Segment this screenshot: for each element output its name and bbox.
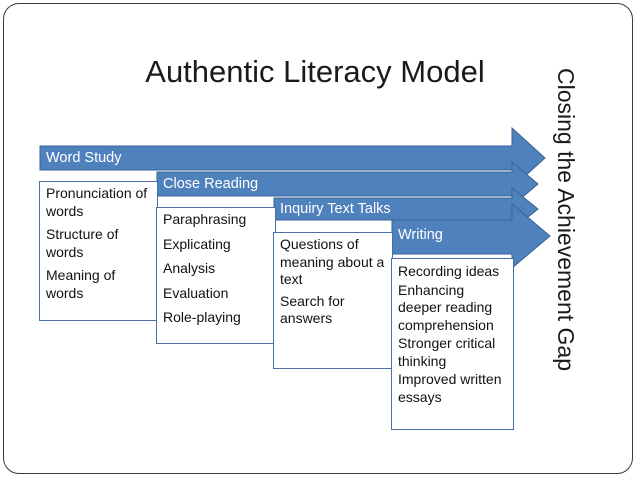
arrow-word-study [39,126,546,190]
stage-label-writing: Writing [398,227,443,243]
list-item: Questions of meaning about a text [280,236,385,287]
list-item: Structure of words [46,226,119,260]
stage-label-close-reading: Close Reading [163,176,259,192]
slide-title: Authentic Literacy Model [145,54,485,89]
arrow-close-reading [156,160,539,208]
word-study-box: Pronunciation of words Structure of word… [39,181,158,321]
list-item: Recording ideas [398,263,500,279]
list-item: Explicating [163,235,231,252]
close-reading-box: Paraphrasing Explicating Analysis Evalua… [156,207,276,344]
side-title: Closing the Achievement Gap [553,68,579,372]
list-item: Stronger critical thinking [398,335,496,369]
list-item: Search for answers [280,292,345,327]
list-item: Improved written essays [398,371,502,405]
list-item: Evaluation [163,284,229,301]
writing-box: Recording ideas Enhancing deeper reading… [391,258,514,430]
arrow-writing [391,202,551,270]
list-item: Paraphrasing [163,211,247,227]
stage-label-word-study: Word Study [46,150,122,166]
list-item: Meaning of words [46,267,116,301]
stage-label-inquiry-text-talks: Inquiry Text Talks [280,201,391,217]
list-item: Pronunciation of words [46,185,148,219]
list-item: Role-playing [163,309,241,325]
inquiry-text-talks-box: Questions of meaning about a text Search… [273,232,393,369]
list-item: Enhancing deeper reading comprehension [398,281,494,333]
list-item: Analysis [163,260,216,276]
